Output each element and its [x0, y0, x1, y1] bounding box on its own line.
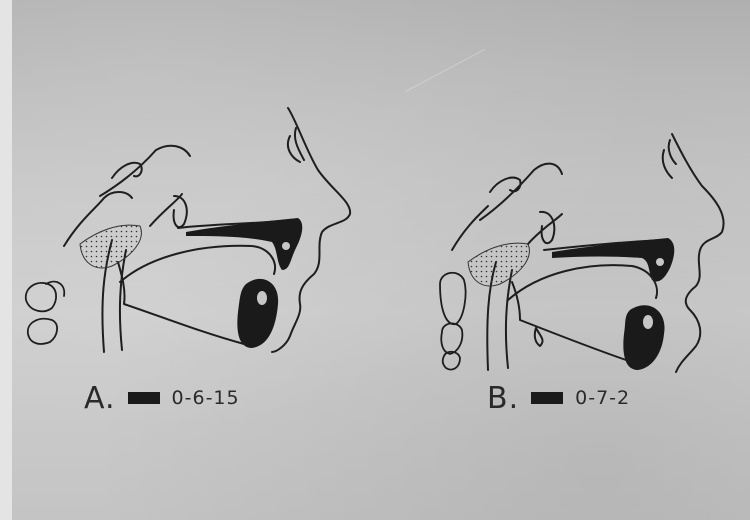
sella-a: [112, 163, 142, 178]
mandible-a: [237, 279, 278, 348]
diagram-b: [440, 134, 724, 372]
vertebrae-a: [26, 282, 64, 344]
figure-code: 0-7-2: [575, 387, 630, 409]
face-profile-b: [672, 134, 724, 372]
nasal-bone-a: [288, 128, 304, 162]
tongue-b: [508, 265, 657, 300]
figure-code: 0-6-15: [172, 387, 240, 409]
redaction-block: [128, 392, 160, 404]
caption-b: B. 0-7-2: [487, 378, 630, 418]
skull-base-b: [480, 164, 562, 220]
tongue-a: [120, 246, 275, 282]
figure-letter: B.: [487, 381, 519, 416]
soft-tissue-a: [80, 225, 141, 268]
hard-palate-b: [552, 238, 674, 282]
skull-base-a: [100, 146, 190, 196]
jaw-outline-a: [118, 262, 244, 344]
figure-letter: A.: [84, 381, 116, 416]
caption-a: A. 0-6-15: [84, 378, 240, 418]
redaction-block: [531, 392, 563, 404]
vertebrae-b: [440, 273, 466, 370]
nasal-bone-b: [663, 140, 676, 178]
soft-tissue-b: [468, 243, 529, 286]
jaw-outline-b: [512, 282, 632, 362]
diagram-a: [26, 108, 350, 352]
